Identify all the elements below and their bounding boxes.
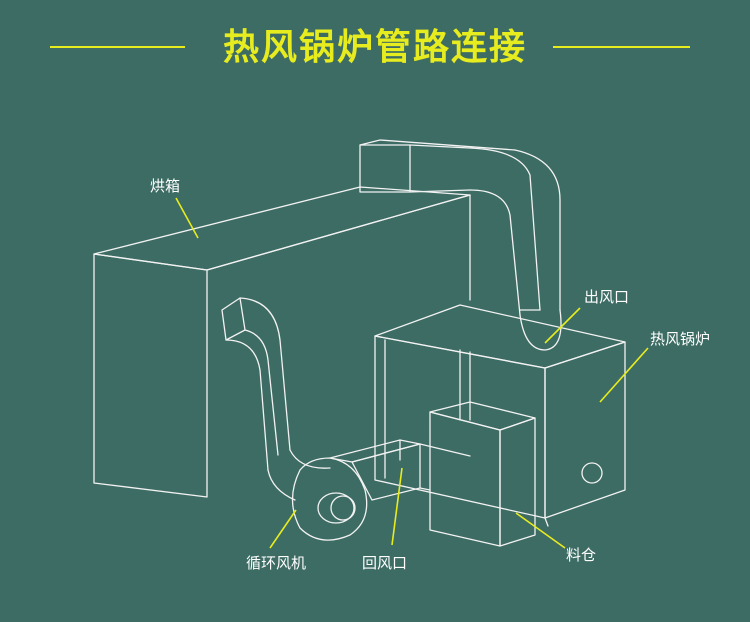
leader-outlet xyxy=(544,307,581,344)
label-outlet: 出风口 xyxy=(584,288,630,306)
leader-oven xyxy=(175,197,199,239)
return-duct xyxy=(221,297,331,501)
title-bar: 热风锅炉管路连接 xyxy=(0,22,750,78)
title-rule-right xyxy=(553,46,690,48)
label-boiler: 热风锅炉 xyxy=(650,330,711,348)
label-oven: 烘箱 xyxy=(150,177,181,195)
circulation-fan xyxy=(291,439,471,541)
hopper-box xyxy=(429,401,536,547)
leader-return xyxy=(391,467,403,546)
label-return: 回风口 xyxy=(362,554,408,572)
leader-hopper xyxy=(515,512,566,549)
label-fan: 循环风机 xyxy=(246,554,307,572)
boiler-box xyxy=(374,304,626,527)
leader-boiler xyxy=(599,347,649,403)
title-rule-left xyxy=(50,46,185,48)
page-title: 热风锅炉管路连接 xyxy=(222,27,527,68)
oven-box xyxy=(93,186,471,498)
leader-lines xyxy=(175,197,649,549)
top-duct xyxy=(359,139,562,351)
label-hopper: 料仓 xyxy=(566,546,597,564)
leader-fan xyxy=(269,509,297,549)
